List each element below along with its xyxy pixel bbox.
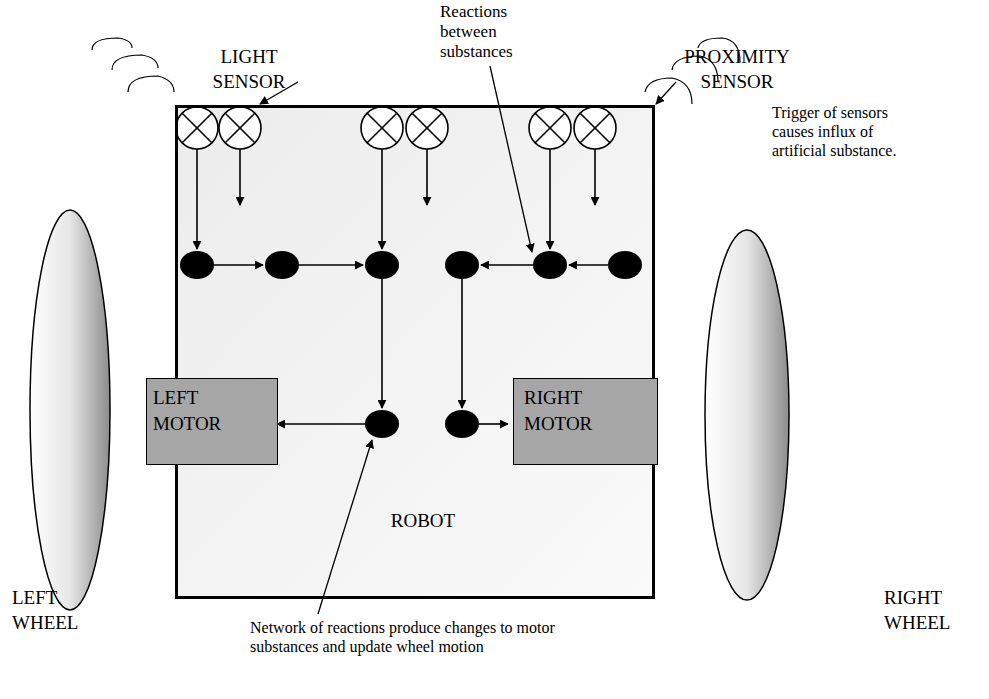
sensor-circle bbox=[529, 107, 571, 149]
callout-note: Trigger of sensors causes influx of arti… bbox=[772, 103, 922, 160]
sensor-circle bbox=[219, 107, 261, 149]
sensor-cross bbox=[367, 113, 397, 143]
wheel-label: RIGHT WHEEL bbox=[884, 585, 980, 635]
sensor-cross bbox=[367, 113, 397, 143]
motor-box: LEFT MOTOR bbox=[146, 378, 278, 465]
sensor-waves bbox=[92, 38, 740, 104]
sensor-circle bbox=[406, 107, 448, 149]
node-label: RIGHT MOTOR bbox=[524, 385, 644, 437]
sensor-label: LIGHT SENSOR bbox=[190, 44, 308, 94]
sensor-cross bbox=[580, 113, 610, 143]
sensor-cross bbox=[182, 113, 212, 143]
sensor-row bbox=[176, 107, 616, 149]
node-label: LEFT MOTOR bbox=[153, 385, 263, 437]
sensor-circle bbox=[574, 107, 616, 149]
sensor-cross bbox=[412, 113, 442, 143]
right-wheel bbox=[705, 230, 789, 600]
sensor-cross bbox=[535, 113, 565, 143]
leader-lines bbox=[260, 66, 676, 614]
robot-body-fill bbox=[176, 106, 654, 598]
node-label: ROBOT bbox=[378, 508, 468, 534]
sensor-cross bbox=[225, 113, 255, 143]
sensor-cross bbox=[580, 113, 610, 143]
robot-body: ROBOTLEFT MOTORRIGHT MOTOR bbox=[175, 105, 655, 599]
wheel-label: LEFT WHEEL bbox=[12, 585, 92, 635]
sensor-label: PROXIMITY SENSOR bbox=[668, 44, 806, 94]
callout-note: Network of reactions produce changes to … bbox=[250, 618, 560, 656]
sensor-cross bbox=[225, 113, 255, 143]
motor-box: RIGHT MOTOR bbox=[513, 378, 658, 465]
sensor-cross bbox=[535, 113, 565, 143]
callout-note: Reactions between substances bbox=[440, 2, 540, 62]
sensor-circle bbox=[361, 107, 403, 149]
sensor-circle bbox=[176, 107, 218, 149]
sensor-cross bbox=[412, 113, 442, 143]
left-wheel bbox=[30, 210, 110, 610]
sensor-cross bbox=[182, 113, 212, 143]
